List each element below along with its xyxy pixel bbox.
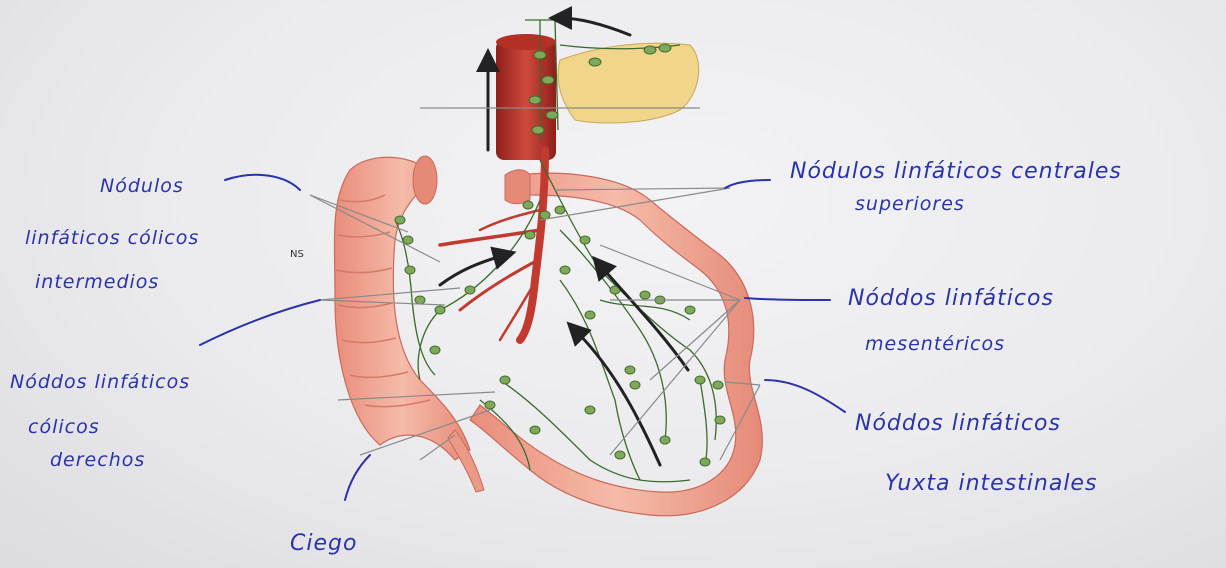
label-intermediate-2: linfáticos cólicos [25, 227, 199, 249]
label-right-colic-1: Nóddos linfáticos [10, 371, 190, 393]
arrow-icon [575, 330, 660, 465]
pancreas [558, 43, 699, 123]
label-superior-2: superiores [855, 193, 965, 215]
small-intestine [470, 173, 762, 515]
label-mesenteric-2: mesentéricos [865, 333, 1005, 355]
label-juxta-2: Yuxta intestinales [885, 471, 1097, 496]
label-intermediate-1: Nódulos [100, 175, 184, 197]
label-mesenteric-1: Nóddos linfáticos [848, 286, 1054, 311]
label-right-colic-3: derechos [50, 449, 145, 471]
arrow-icon [560, 18, 630, 35]
label-superior-1: Nódulos linfáticos centrales [790, 159, 1122, 184]
arrow-icon [440, 255, 505, 285]
label-cecum: Ciego [290, 531, 357, 556]
ascending-colon [334, 157, 470, 460]
label-juxta-1: Nóddos linfáticos [855, 411, 1061, 436]
label-right-colic-2: cólicos [28, 416, 100, 438]
arrow-icon [600, 265, 688, 370]
aorta [496, 40, 556, 160]
figure-tag: NS [290, 249, 304, 260]
label-intermediate-3: intermedios [35, 271, 159, 293]
